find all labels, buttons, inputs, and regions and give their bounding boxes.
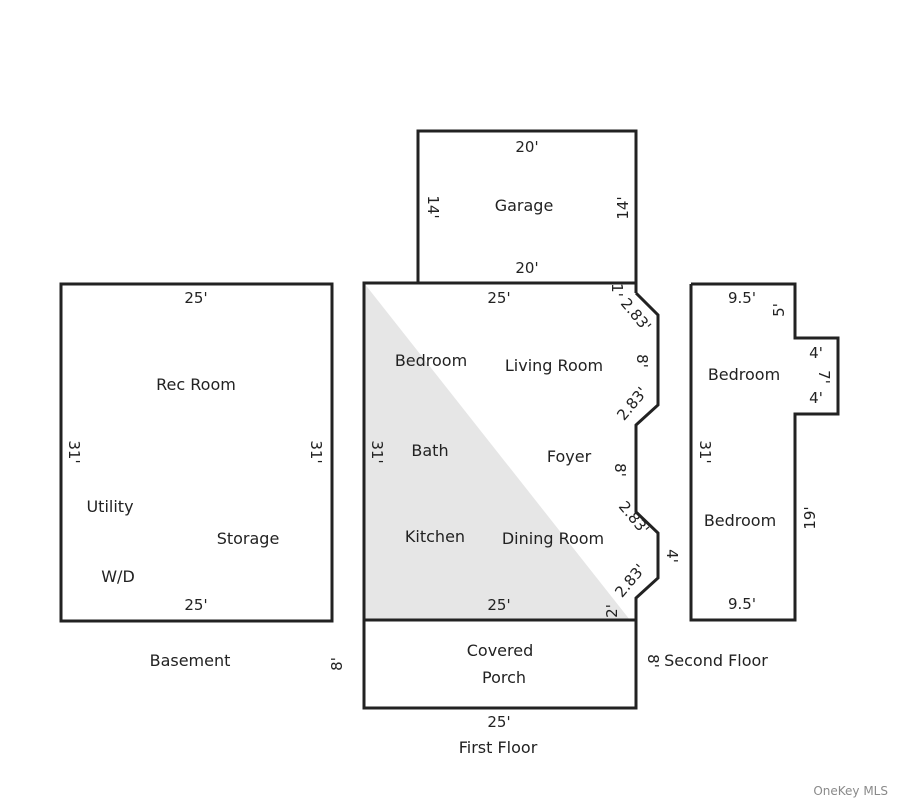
porch-right-dim: 8' bbox=[644, 654, 662, 668]
second-floor-left-dim: 31' bbox=[696, 440, 714, 463]
right-dim-9: 2' bbox=[603, 604, 621, 618]
room-living-room: Living Room bbox=[505, 356, 603, 375]
first-floor-top-dim: 25' bbox=[487, 289, 510, 307]
room-bedroom-2f-1: Bedroom bbox=[708, 365, 780, 384]
second-floor-outline bbox=[689, 282, 840, 622]
shaded-area bbox=[364, 283, 630, 620]
basement-right-dim: 31' bbox=[307, 440, 325, 463]
garage-bottom-dim: 20' bbox=[515, 259, 538, 277]
room-foyer: Foyer bbox=[547, 447, 592, 466]
bump-mid-dim: 7' bbox=[815, 370, 833, 384]
first-floor-title: First Floor bbox=[459, 738, 538, 757]
right-dim-2: 2.83' bbox=[617, 295, 655, 335]
basement-bottom-dim: 25' bbox=[184, 596, 207, 614]
right-dim-7: 4' bbox=[663, 549, 681, 563]
right-dim-8: 2.83' bbox=[611, 561, 649, 601]
room-bedroom-2f-2: Bedroom bbox=[704, 511, 776, 530]
second-floor-right-top-dim: 5' bbox=[770, 303, 788, 317]
first-floor-outline bbox=[362, 281, 660, 622]
watermark: OneKey MLS bbox=[813, 784, 888, 798]
second-floor-bottom-dim: 9.5' bbox=[728, 595, 756, 613]
room-wd: W/D bbox=[101, 567, 135, 586]
porch-outline bbox=[362, 618, 638, 710]
porch-left-dim: 8' bbox=[328, 657, 346, 671]
garage-top-dim: 20' bbox=[515, 138, 538, 156]
basement-left-dim: 31' bbox=[65, 440, 83, 463]
room-storage: Storage bbox=[217, 529, 280, 548]
bump-bottom-dim: 4' bbox=[809, 389, 823, 407]
room-kitchen: Kitchen bbox=[405, 527, 465, 546]
second-floor-title: Second Floor bbox=[664, 651, 768, 670]
room-utility: Utility bbox=[86, 497, 133, 516]
porch-bottom-dim: 25' bbox=[487, 713, 510, 731]
room-bath: Bath bbox=[411, 441, 448, 460]
right-dim-3: 8' bbox=[633, 354, 651, 368]
second-floor-right-bottom-dim: 19' bbox=[801, 506, 819, 529]
right-dim-1: 1' bbox=[608, 283, 626, 297]
bump-top-dim: 4' bbox=[809, 344, 823, 362]
garage-left-dim: 14' bbox=[424, 195, 442, 218]
first-floor-left-dim: 31' bbox=[368, 440, 386, 463]
porch-label-2: Porch bbox=[482, 668, 526, 687]
basement-top-dim: 25' bbox=[184, 289, 207, 307]
room-bedroom-1f: Bedroom bbox=[395, 351, 467, 370]
basement-title: Basement bbox=[150, 651, 231, 670]
porch-label-1: Covered bbox=[467, 641, 534, 660]
second-floor-top-dim: 9.5' bbox=[728, 289, 756, 307]
first-floor-bottom-dim: 25' bbox=[487, 596, 510, 614]
right-dim-5: 8' bbox=[611, 463, 629, 477]
garage-right-dim: 14' bbox=[614, 196, 632, 219]
room-rec-room: Rec Room bbox=[156, 375, 236, 394]
garage-label: Garage bbox=[495, 196, 554, 215]
right-dim-6: 2.83' bbox=[615, 498, 653, 538]
basement-outline bbox=[59, 282, 334, 623]
room-dining-room: Dining Room bbox=[502, 529, 604, 548]
